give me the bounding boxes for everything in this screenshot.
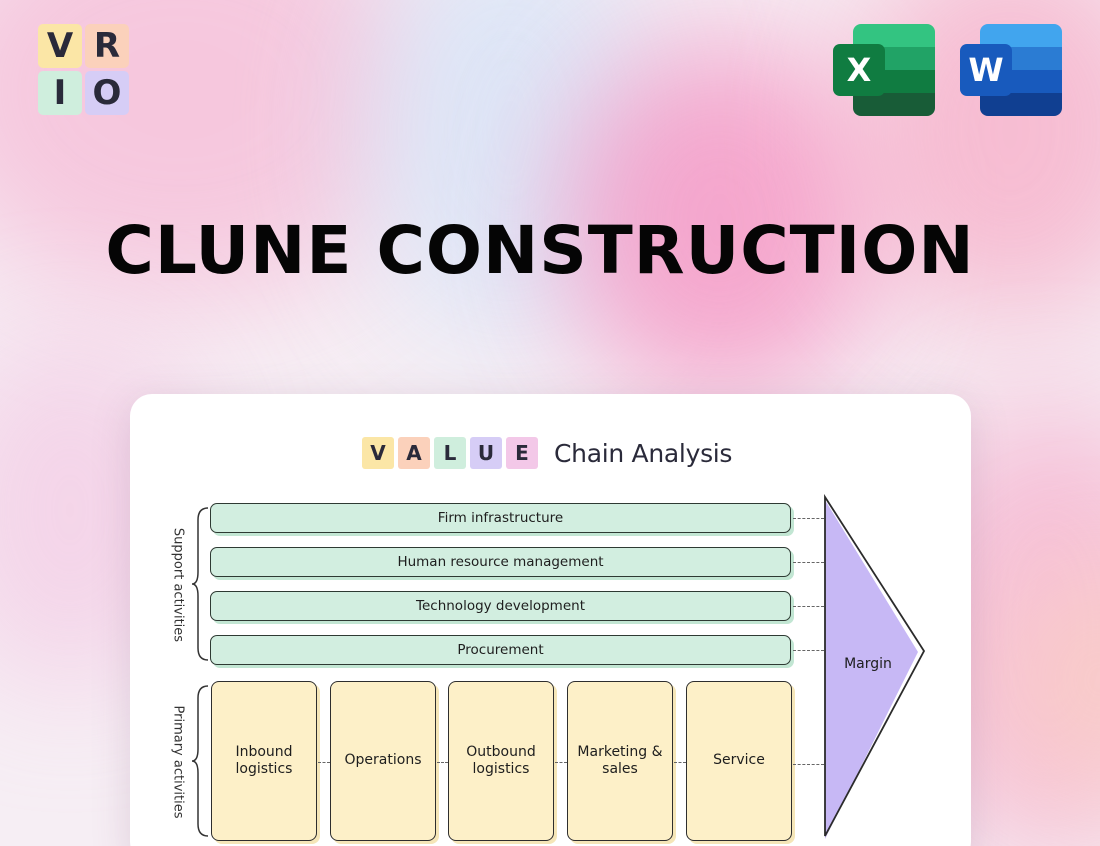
connector-line [793, 606, 824, 607]
logo-letter-v: V [38, 24, 82, 68]
support-activity-firm-infrastructure: Firm infrastructure [210, 503, 791, 533]
header-letter-e: E [506, 437, 538, 469]
header-letter-a: A [398, 437, 430, 469]
card-title: Chain Analysis [554, 438, 733, 468]
word-icon: W [960, 24, 1062, 116]
logo-letter-o: O [85, 71, 129, 115]
word-icon-letter: W [960, 44, 1012, 96]
support-activities-label: Support activities [170, 527, 186, 643]
primary-activities-label: Primary activities [170, 705, 186, 819]
support-activity-procurement: Procurement [210, 635, 791, 665]
connector-line [674, 762, 686, 763]
card-header: V A L U E Chain Analysis [362, 436, 732, 470]
connector-line [793, 562, 824, 563]
header-letter-v: V [362, 437, 394, 469]
header-letter-l: L [434, 437, 466, 469]
excel-icon: X [833, 24, 935, 116]
connector-line [793, 518, 824, 519]
connector-line [318, 762, 330, 763]
excel-icon-letter: X [833, 44, 885, 96]
vrio-logo-icon: V R I O [38, 24, 130, 116]
connector-line [793, 764, 824, 765]
support-activity-technology-development: Technology development [210, 591, 791, 621]
logo-letter-r: R [85, 24, 129, 68]
connector-line [793, 650, 824, 651]
margin-arrow [824, 494, 926, 839]
value-chain-card: V A L U E Chain Analysis Support activit… [130, 394, 971, 846]
primary-brace [191, 685, 209, 837]
page-title: CLUNE CONSTRUCTION [105, 212, 975, 289]
primary-activity-inbound-logistics: Inbound logistics [211, 681, 317, 841]
connector-line [437, 762, 448, 763]
support-activity-hr-management: Human resource management [210, 547, 791, 577]
primary-activity-marketing-sales: Marketing & sales [567, 681, 673, 841]
support-brace [191, 507, 209, 661]
margin-label: Margin [844, 656, 892, 672]
connector-line [555, 762, 567, 763]
primary-activity-service: Service [686, 681, 792, 841]
logo-letter-i: I [38, 71, 82, 115]
header-letter-u: U [470, 437, 502, 469]
primary-activity-outbound-logistics: Outbound logistics [448, 681, 554, 841]
primary-activity-operations: Operations [330, 681, 436, 841]
